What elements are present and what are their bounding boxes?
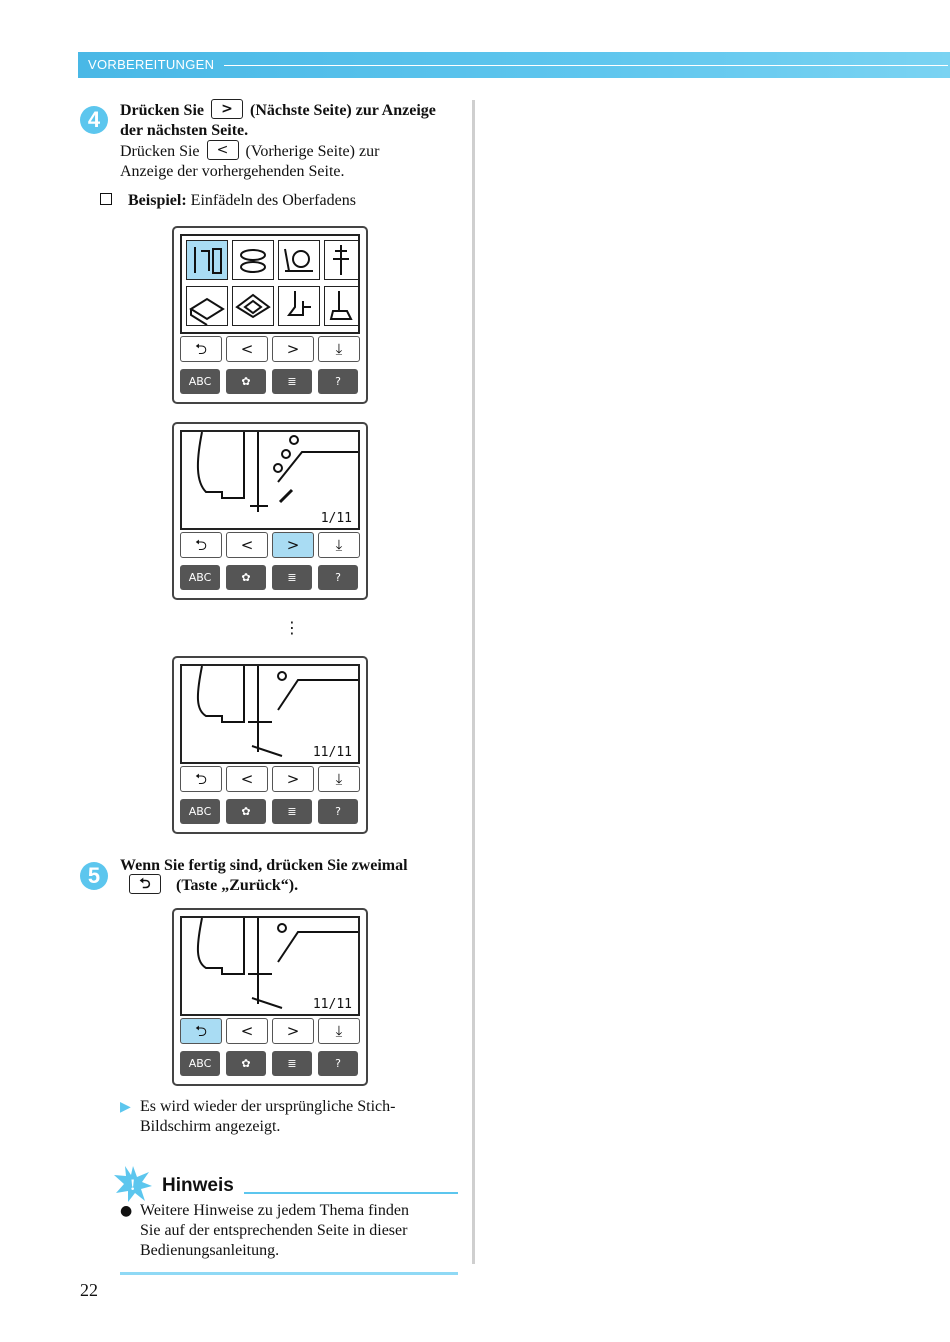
lcd-panel-page1: 1/11 ⮌ < > ⤓ ABC ✿ ≣ ? (172, 422, 368, 600)
continuation-dots: ⋮ (284, 618, 300, 637)
save-button[interactable]: ⤓ (318, 336, 360, 362)
back-button[interactable]: ⮌ (180, 532, 222, 558)
lcd-screen: 11/11 (180, 664, 360, 764)
presser-foot-icon[interactable] (278, 286, 320, 326)
prev-page-button[interactable]: < (226, 1018, 268, 1044)
utility-stitch-button[interactable]: ABC (180, 1051, 220, 1076)
accessory-case-icon[interactable] (186, 286, 228, 326)
embroidery-button[interactable]: ✿ (226, 565, 266, 590)
next-page-button[interactable]: > (272, 532, 314, 558)
result-arrow-icon: ▶ (120, 1099, 131, 1115)
lcd-screen: 1/11 (180, 430, 360, 530)
checkbox-icon (100, 193, 112, 206)
bobbin-winding-icon[interactable] (232, 240, 274, 280)
embroidery-unit-icon[interactable] (232, 286, 274, 326)
lcd-screen (180, 234, 360, 334)
section-header: VORBEREITUNGEN (78, 52, 950, 78)
column-divider (472, 100, 475, 1264)
lcd-screen: 11/11 (180, 916, 360, 1016)
settings-list-button[interactable]: ≣ (272, 369, 312, 394)
nav-row: ⮌ < > ⤓ (178, 336, 362, 362)
help-button[interactable]: ? (318, 799, 358, 824)
note-title: Hinweis (162, 1175, 234, 1196)
needle-change-icon[interactable] (324, 240, 358, 280)
mode-row: ABC ✿ ≣ ? (178, 1051, 362, 1077)
page-indicator: 11/11 (312, 745, 352, 760)
bobbin-insert-icon[interactable] (278, 240, 320, 280)
step4-line3: Drücken Sie < (Vorherige Seite) zur (120, 140, 380, 161)
back-key: ⮌ (129, 874, 161, 895)
back-button[interactable]: ⮌ (180, 766, 222, 792)
next-page-button[interactable]: > (272, 1018, 314, 1044)
lcd-panel-page11: 11/11 ⮌ < > ⤓ ABC ✿ ≣ ? (172, 656, 368, 834)
threading-illustration-11b (196, 918, 358, 1009)
save-button[interactable]: ⤓ (318, 532, 360, 558)
prev-page-button[interactable]: < (226, 532, 268, 558)
note-line3: Bedienungsanleitung. (140, 1242, 280, 1259)
next-page-key: > (211, 99, 243, 120)
help-button[interactable]: ? (318, 369, 358, 394)
nav-row: ⮌ < > ⤓ (178, 1018, 362, 1044)
nav-row: ⮌ < > ⤓ (178, 766, 362, 792)
step5-line1: Wenn Sie fertig sind, drücken Sie zweima… (120, 857, 408, 874)
step-number-4: 4 (80, 106, 108, 134)
utility-stitch-button[interactable]: ABC (180, 369, 220, 394)
prev-page-button[interactable]: < (226, 766, 268, 792)
utility-stitch-button[interactable]: ABC (180, 565, 220, 590)
embroidery-button[interactable]: ✿ (226, 369, 266, 394)
lcd-panel-back: 11/11 ⮌ < > ⤓ ABC ✿ ≣ ? (172, 908, 368, 1086)
step4-line2: der nächsten Seite. (120, 122, 249, 139)
utility-stitch-button[interactable]: ABC (180, 799, 220, 824)
settings-list-button[interactable]: ≣ (272, 799, 312, 824)
svg-text:!: ! (130, 1177, 135, 1194)
page-indicator: 11/11 (312, 997, 352, 1012)
step5-line2: ⮌ (Taste „Zurück“). (126, 874, 298, 896)
next-page-button[interactable]: > (272, 336, 314, 362)
step4-line1: Drücken Sie > (Nächste Seite) zur Anzeig… (120, 99, 436, 120)
save-button[interactable]: ⤓ (318, 1018, 360, 1044)
back-button[interactable]: ⮌ (180, 1018, 222, 1044)
back-button[interactable]: ⮌ (180, 336, 222, 362)
note-bottom-rule (120, 1272, 458, 1275)
page-indicator: 1/11 (320, 511, 352, 526)
step-number-5: 5 (80, 862, 108, 890)
settings-list-button[interactable]: ≣ (272, 565, 312, 590)
mode-row: ABC ✿ ≣ ? (178, 369, 362, 395)
next-page-button[interactable]: > (272, 766, 314, 792)
note-burst-icon: ! (114, 1166, 152, 1202)
note-line1: Weitere Hinweise zu jedem Thema finden (140, 1202, 409, 1219)
result-line2: Bildschirm angezeigt. (140, 1118, 281, 1135)
save-button[interactable]: ⤓ (318, 766, 360, 792)
lcd-panel-menu: ⮌ < > ⤓ ABC ✿ ≣ ? (172, 226, 368, 404)
note-line2: Sie auf der entsprechenden Seite in dies… (140, 1222, 408, 1239)
nav-row: ⮌ < > ⤓ (178, 532, 362, 558)
help-button[interactable]: ? (318, 565, 358, 590)
help-button[interactable]: ? (318, 1051, 358, 1076)
foot-change-icon[interactable] (324, 286, 358, 326)
step4-line4: Anzeige der vorhergehenden Seite. (120, 163, 345, 180)
header-rule (224, 65, 948, 66)
example-line: Beispiel: Einfädeln des Oberfadens (100, 191, 356, 211)
settings-list-button[interactable]: ≣ (272, 1051, 312, 1076)
upper-threading-icon[interactable] (186, 240, 228, 280)
mode-row: ABC ✿ ≣ ? (178, 565, 362, 591)
threading-illustration-11 (196, 666, 358, 757)
bullet-icon: ● (120, 1203, 133, 1219)
note-rule (244, 1192, 458, 1194)
embroidery-button[interactable]: ✿ (226, 1051, 266, 1076)
result-line1: Es wird wieder der ursprüngliche Stich- (140, 1098, 396, 1115)
prev-page-button[interactable]: < (226, 336, 268, 362)
section-title: VORBEREITUNGEN (88, 57, 215, 72)
page-number: 22 (80, 1280, 98, 1300)
prev-page-key: < (206, 140, 239, 161)
mode-row: ABC ✿ ≣ ? (178, 799, 362, 825)
threading-illustration-1 (196, 432, 358, 512)
embroidery-button[interactable]: ✿ (226, 799, 266, 824)
